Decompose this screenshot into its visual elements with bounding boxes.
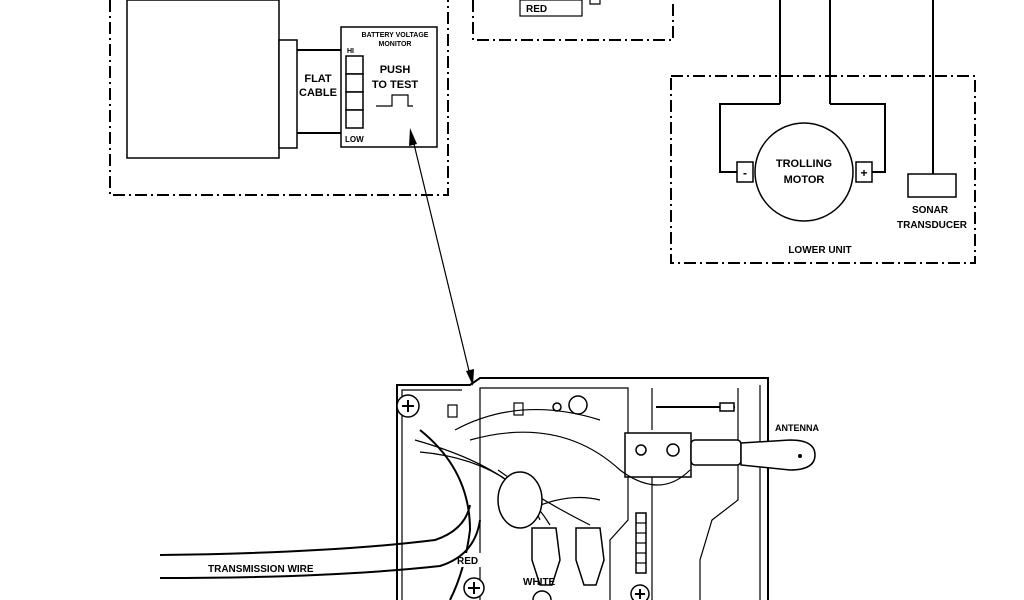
- top-middle-enclosure: [472, 0, 674, 41]
- hi-label: HI: [347, 48, 354, 55]
- control-head-group: FLAT CABLE BATTERY VOLTAGE MONITOR HI LO…: [109, 0, 449, 196]
- battery-monitor-title-2: MONITOR: [379, 41, 412, 48]
- motor-positive-terminal: [855, 161, 873, 183]
- circuit-board-group: ANTENNA RED WHITE: [396, 377, 819, 600]
- sonar-transducer: [907, 173, 957, 198]
- pulse-icon: [376, 94, 413, 107]
- battery-monitor-title-1: BATTERY VOLTAGE: [362, 32, 429, 39]
- arrow-head-down: [466, 369, 474, 386]
- control-head-enclosure: [109, 0, 449, 196]
- lower-unit-label: LOWER UNIT: [788, 245, 851, 256]
- white-bottom-label: WHITE: [523, 577, 556, 588]
- trolling-motor-label-2: MOTOR: [784, 174, 825, 186]
- trolling-motor-label-1: TROLLING: [776, 158, 832, 170]
- lower-unit-group: - + TROLLING MOTOR SONAR TRANSDUCER LOWE…: [670, 0, 976, 264]
- antenna-block: [624, 432, 692, 478]
- wire-connector: [575, 527, 605, 586]
- red-bottom-label: RED: [457, 556, 478, 567]
- screw-hole: [568, 395, 588, 415]
- top-middle-group: RED: [472, 0, 674, 41]
- red-terminal-box: [519, 0, 583, 17]
- red-top-label: RED: [526, 4, 547, 15]
- push-to-test-label-1: PUSH: [380, 64, 411, 76]
- flat-cable-label-2: CABLE: [299, 87, 337, 99]
- led-segment: [345, 109, 364, 129]
- wire-connector: [531, 527, 561, 586]
- motor-negative-terminal: [736, 161, 754, 183]
- led-segment: [345, 91, 364, 111]
- push-to-test-label-2: TO TEST: [372, 79, 419, 91]
- low-label: LOW: [345, 135, 364, 144]
- antenna-label: ANTENNA: [775, 423, 819, 433]
- housing-side-plate: [278, 39, 298, 149]
- led-segment: [345, 73, 364, 93]
- circuit-board: [396, 377, 769, 600]
- transmission-wire-label: TRANSMISSION WIRE: [208, 564, 314, 575]
- trolling-motor: [754, 122, 854, 222]
- motor-minus-label: -: [743, 166, 747, 180]
- arrow-head-up: [409, 128, 417, 146]
- sonar-label-1: SONAR: [912, 205, 949, 216]
- led-segment: [345, 55, 364, 75]
- capacitor: [497, 471, 543, 529]
- lower-unit-enclosure: [670, 75, 976, 264]
- control-housing: [126, 0, 280, 159]
- flat-cable-label-1: FLAT: [304, 73, 332, 85]
- transmission-wire-group: TRANSMISSION WIRE: [159, 504, 481, 579]
- antenna-connector: [740, 439, 816, 471]
- connection-arrow: [409, 128, 474, 386]
- motor-plus-label: +: [860, 166, 867, 180]
- sonar-label-2: TRANSDUCER: [897, 220, 968, 231]
